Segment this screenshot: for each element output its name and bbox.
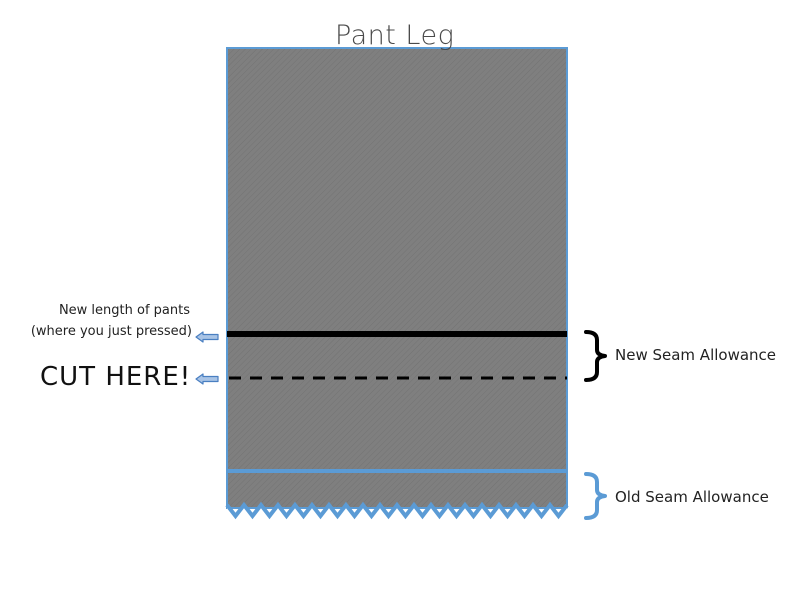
curly-brace-icon [584, 472, 607, 520]
left-arrow-icon [195, 331, 219, 343]
pant-leg-fabric [226, 47, 568, 509]
new-length-label: New length of pants [58, 303, 190, 318]
new-length-sublabel: (where you just pressed) [30, 324, 192, 339]
diagram-title: Pant Leg [335, 20, 455, 51]
cut-here-label: CUT HERE! [40, 362, 192, 392]
curly-brace-icon [584, 330, 607, 382]
old-seam-allowance-label: Old Seam Allowance [615, 488, 769, 506]
raw-hem-edge [225, 501, 569, 520]
new-seam-allowance-label: New Seam Allowance [615, 346, 777, 364]
left-arrow-icon [195, 373, 219, 385]
